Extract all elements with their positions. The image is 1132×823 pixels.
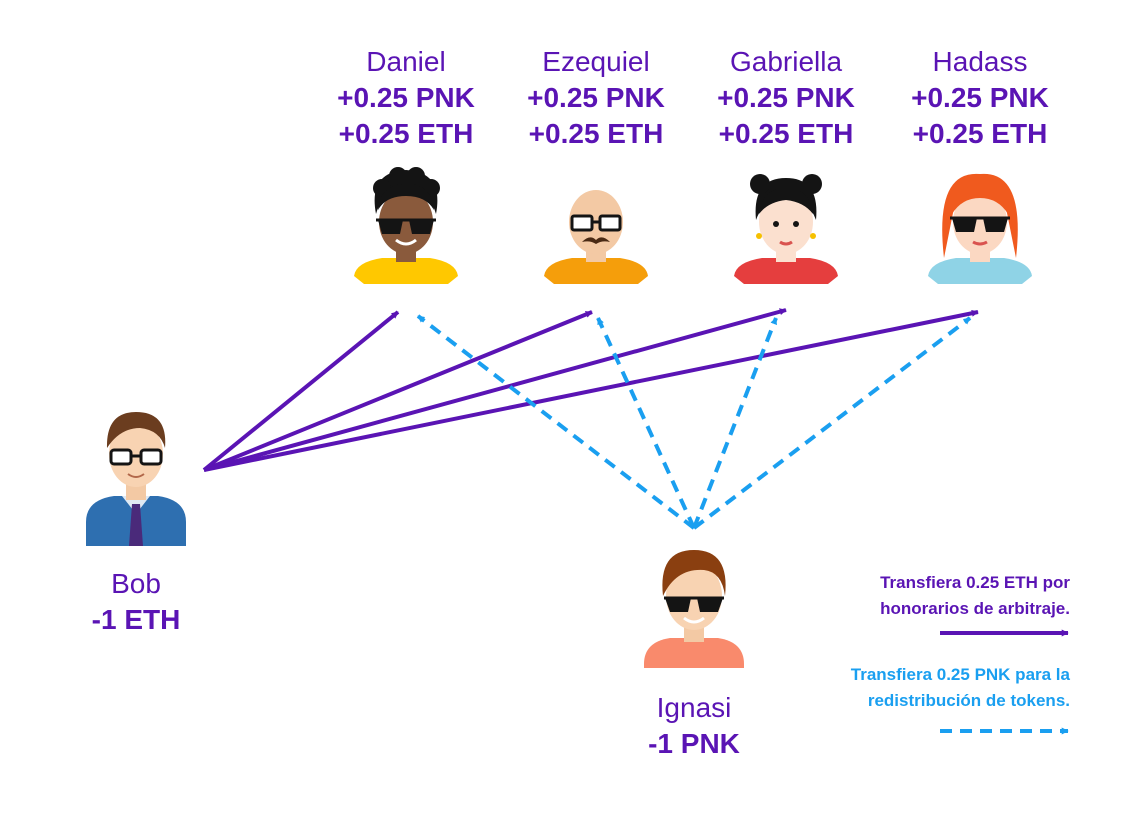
juror-eth-reward: +0.25 ETH <box>912 118 1048 149</box>
juror-eth-reward: +0.25 ETH <box>718 118 854 149</box>
pnk-arrow-to-daniel <box>416 314 696 530</box>
juror-pnk-reward: +0.25 PNK <box>337 82 475 113</box>
pnk-arrow-to-hadass <box>692 316 972 530</box>
legend-pnk-line1: Transfiera 0.25 PNK para la <box>850 665 1070 684</box>
juror-eth-reward: +0.25 ETH <box>338 118 474 149</box>
eth-arrow-to-hadass <box>203 309 979 472</box>
juror-pnk-reward: +0.25 PNK <box>527 82 665 113</box>
juror-label-daniel: Daniel +0.25 PNK +0.25 ETH <box>326 44 486 152</box>
pnk-arrow-to-gabriella <box>692 317 778 529</box>
avatar-glasses-suit-icon <box>86 412 186 546</box>
legend-eth-line2: honorarios de arbitraje. <box>880 599 1070 618</box>
juror-pnk-reward: +0.25 PNK <box>717 82 855 113</box>
avatar-curly-hair-sunglasses-icon <box>354 167 458 284</box>
hair-shape <box>759 188 813 214</box>
juror-eth-reward: +0.25 ETH <box>528 118 664 149</box>
party-name: Bob <box>111 568 161 599</box>
legend-pnk-line2: redistribución de tokens. <box>867 691 1070 710</box>
juror-label-hadass: Hadass +0.25 PNK +0.25 ETH <box>900 44 1060 152</box>
hair-shape <box>378 184 434 210</box>
party-label-ignasi: Ignasi -1 PNK <box>624 690 764 762</box>
legend-eth-line1: Transfiera 0.25 ETH por <box>880 573 1070 592</box>
party-amount: -1 ETH <box>91 604 181 635</box>
juror-label-gabriella: Gabriella +0.25 PNK +0.25 ETH <box>706 44 866 152</box>
eth-arrow-to-ezequiel <box>203 310 593 472</box>
legend-pnk-text: Transfiera 0.25 PNK para la redistribuci… <box>740 662 1070 714</box>
party-amount: -1 PNK <box>648 728 740 759</box>
party-name: Ignasi <box>656 692 732 723</box>
juror-name: Daniel <box>366 46 446 77</box>
avatar-buns-earrings-icon <box>734 174 838 284</box>
juror-label-ezequiel: Ezequiel +0.25 PNK +0.25 ETH <box>516 44 676 152</box>
juror-pnk-reward: +0.25 PNK <box>911 82 1049 113</box>
avatar-bald-mustache-glasses-icon <box>544 190 648 284</box>
avatar-red-hair-sunglasses-icon <box>928 173 1032 284</box>
eth-arrow-to-daniel <box>202 310 400 472</box>
eth-arrow-to-gabriella <box>203 308 787 472</box>
hair-shape <box>952 185 1008 214</box>
juror-name: Hadass <box>932 46 1028 77</box>
legend-eth-text: Transfiera 0.25 ETH por honorarios de ar… <box>740 570 1070 622</box>
juror-name: Gabriella <box>729 46 843 77</box>
party-label-bob: Bob -1 ETH <box>66 566 206 638</box>
juror-name: Ezequiel <box>542 46 650 77</box>
eth-transfer-arrows <box>202 308 979 472</box>
avatar-brown-hair-sunglasses-icon <box>644 550 744 668</box>
pnk-transfer-arrows <box>416 314 972 530</box>
